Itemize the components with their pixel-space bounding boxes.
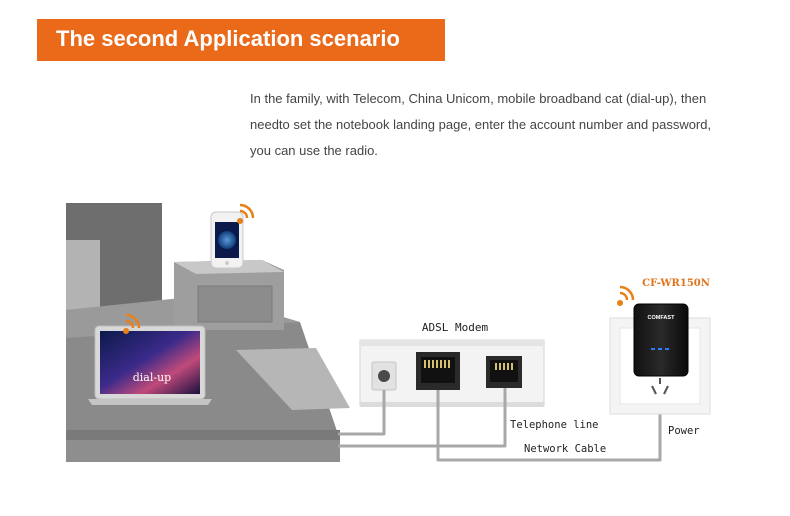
network-cable	[436, 390, 662, 462]
pillow	[66, 240, 100, 310]
description-line-3: you can use the radio.	[250, 143, 378, 158]
cables	[338, 388, 662, 462]
desk-edge	[66, 430, 340, 442]
description: In the family, with Telecom, China Unico…	[250, 86, 770, 164]
network-cable-label: Network Cable	[524, 443, 606, 455]
laptop-icon: dial-up	[88, 325, 212, 405]
wifi-signal-icon	[617, 285, 635, 306]
modem-label: ADSL Modem	[422, 321, 489, 334]
router-brand-label: COMFAST	[648, 315, 676, 321]
keyboard-mat	[236, 348, 350, 410]
modem-icon	[359, 339, 545, 407]
description-line-1: In the family, with Telecom, China Unico…	[250, 91, 707, 106]
desk-front	[66, 440, 340, 462]
wireless-router-icon: COMFAST	[633, 303, 689, 377]
smartphone-icon	[210, 211, 244, 269]
telephone-line-label: Telephone line	[510, 419, 599, 431]
description-line-2: needto set the notebook landing page, en…	[250, 117, 712, 132]
laptop-screen-label: dial-up	[133, 371, 171, 384]
nightstand-drawer	[197, 285, 273, 323]
wifi-signal-icon	[237, 203, 255, 224]
power-cable	[338, 390, 386, 436]
power-label: Power	[668, 425, 700, 437]
telephone-cable	[338, 388, 507, 448]
page-title: The second Application scenario	[56, 26, 400, 51]
wifi-signal-icon	[123, 313, 141, 334]
title-banner: The second Application scenario	[37, 19, 445, 61]
router-model-label: CF-WR150N	[642, 278, 710, 289]
